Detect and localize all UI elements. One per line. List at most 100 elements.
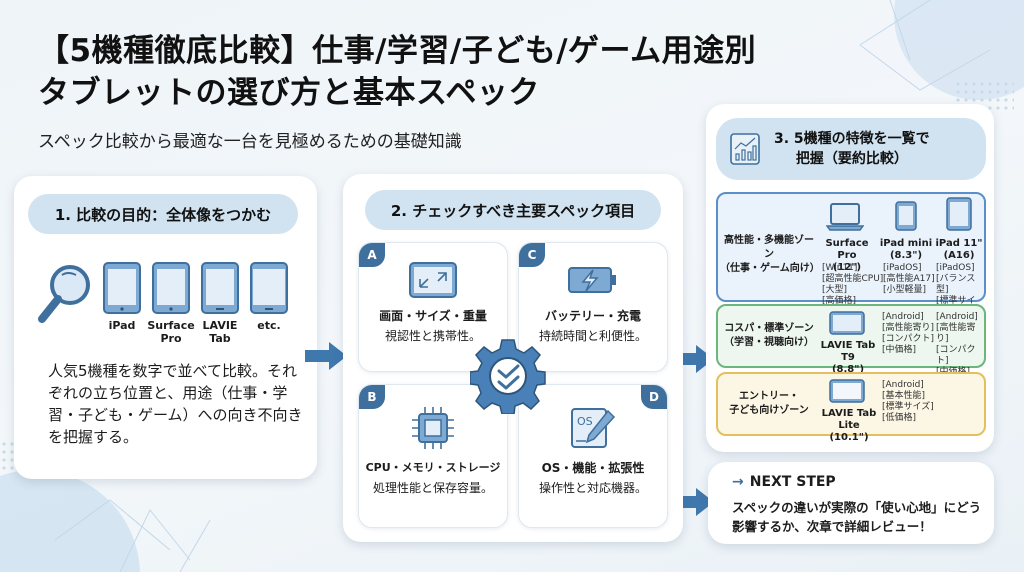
tag: [コンパクト] — [936, 345, 976, 366]
tablet-icon — [201, 262, 239, 314]
section-heading: 2. チェックすべき主要スペック項目 — [365, 190, 661, 230]
zone-name-line: （学習・視聴向け） — [724, 337, 814, 348]
next-step-title: → NEXT STEP — [732, 474, 836, 490]
zone-entry-kids: エントリー・ 子ども向けゾーン LAVIE Tab Lite (10.1") [… — [716, 372, 986, 443]
tag: [高価格] — [822, 296, 857, 306]
model-name: LAVIE Tab T9 (8.8") — [816, 340, 880, 376]
section-heading: 1. 比較の目的：全体像をつかむ — [28, 194, 298, 234]
tag: [コンパクト] — [882, 334, 935, 344]
decor-lines — [859, 0, 991, 91]
spec-title: OS・機能・拡張性 — [541, 461, 645, 475]
model-label: Surface Pro — [825, 238, 869, 261]
section-heading-text: 3. 5機種の特徴を一覧で 把握（要約比較） — [774, 129, 930, 169]
spec-desc: 持続時間と利便性。 — [538, 329, 647, 343]
zone-cost-performance: コスパ・標準ゾーン （学習・視聴向け） LAVIE Tab T9 (8.8") … — [716, 304, 986, 377]
model-label: iPad 11" — [935, 238, 983, 249]
model-label: iPad mini — [879, 238, 933, 249]
arrow-right-icon — [672, 345, 714, 373]
tag: [基本性能] — [882, 391, 926, 401]
spec-badge: C — [519, 243, 545, 267]
page-subtitle: スペック比較から最適な一台を見極めるための基礎知識 — [38, 132, 462, 152]
model-size: (8.3") — [889, 250, 923, 261]
tag: [大型] — [822, 285, 848, 295]
zone-name: エントリー・ 子ども向けゾーン — [720, 390, 818, 418]
zone-name: コスパ・標準ゾーン （学習・視聴向け） — [720, 322, 818, 350]
arrow-right-icon: → — [732, 474, 744, 490]
spec-desc: 操作性と対応機器。 — [538, 481, 647, 495]
model-tags: [Win11] [超高性能CPU] [大型] [高価格] — [822, 263, 883, 307]
zone-name-line: コスパ・標準ゾーン — [724, 323, 814, 334]
tag: [高性能A17] — [883, 274, 935, 284]
arrow-right-icon — [672, 488, 714, 516]
spec-desc: 処理性能と保存容量。 — [372, 481, 493, 495]
tag: [バランス型] — [936, 274, 976, 295]
model-name: Surface Pro (12") — [816, 238, 878, 274]
device-label: etc. — [257, 319, 281, 332]
spec-item-battery: C バッテリー・充電 持続時間と利便性。 — [518, 242, 668, 372]
tag: [中価格] — [882, 345, 917, 355]
zone-high-performance: 高性能・多機能ゾーン （仕事・ゲーム向け） Surface Pro (12") … — [716, 192, 986, 317]
device-icons: iPad Surface Pro LAVIE Tab etc. — [36, 261, 306, 351]
tablet-icon — [895, 201, 917, 231]
tablet-icon — [152, 262, 190, 314]
spec-desc: 視認性と携帯性。 — [384, 329, 481, 343]
model-size: (A16) — [943, 250, 975, 261]
gear-check-icon — [470, 339, 546, 414]
section-purpose: 1. 比較の目的：全体像をつかむ iPad Surface Pro — [14, 176, 317, 479]
next-step-callout: → NEXT STEP スペックの違いが実際の「使い心地」にどう影響するか、次章で… — [708, 462, 994, 544]
model-tags: [Android] [基本性能] [標準サイズ] [低価格] — [882, 380, 934, 424]
tag: [Android] — [936, 312, 978, 322]
spec-title: CPU・メモリ・ストレージ — [365, 461, 501, 474]
tag: [低価格] — [882, 413, 917, 423]
magnifier-icon — [38, 265, 90, 323]
zone-name: 高性能・多機能ゾーン （仕事・ゲーム向け） — [720, 234, 820, 276]
model-tags: [Android] [高性能寄り] [コンパクト] [中価格] — [936, 312, 984, 378]
model-name: LAVIE Tab Lite (10.1") — [814, 408, 884, 444]
svg-text:OS: OS — [577, 415, 593, 428]
model-label: LAVIE Tab Lite — [821, 408, 877, 431]
model-size: (8.8") — [831, 364, 865, 375]
model-name: iPad mini (8.3") — [878, 238, 934, 262]
title-line-2: タブレットの選び方と基本スペック — [38, 75, 540, 111]
battery-charge-icon — [568, 267, 616, 293]
device-label: iPad — [108, 319, 136, 332]
zone-name-line: エントリー・ — [739, 391, 799, 402]
device-label: LAVIE Tab — [202, 319, 238, 345]
section-description: 人気5機種を数字で並べて比較。それぞれの立ち位置と、用途（仕事・学習・子ども・ゲ… — [48, 362, 303, 446]
laptop-icon — [826, 203, 864, 231]
tag: [高性能寄り] — [882, 323, 935, 333]
cpu-chip-icon — [412, 407, 454, 449]
model-size: (10.1") — [829, 432, 869, 443]
tablet-icon — [103, 262, 141, 314]
zone-name-line: 子ども向けゾーン — [729, 405, 809, 416]
decor-lines — [54, 499, 211, 572]
page-title: 【5機種徹底比較】仕事/学習/子ども/ゲーム用途別 タブレットの選び方と基本スペ… — [38, 30, 756, 114]
section-heading: 3. 5機種の特徴を一覧で 把握（要約比較） — [716, 118, 986, 180]
model-size: (12") — [832, 262, 862, 273]
tag: [iPadOS] — [936, 263, 975, 273]
heading-line-2: 把握（要約比較） — [795, 151, 908, 167]
screen-resize-icon — [409, 262, 457, 298]
model-label: LAVIE Tab T9 — [820, 340, 876, 363]
section-summary: 3. 5機種の特徴を一覧で 把握（要約比較） 高性能・多機能ゾーン （仕事・ゲー… — [706, 104, 994, 452]
next-step-text: スペックの違いが実際の「使い心地」にどう影響するか、次章で詳細レビュー！ — [732, 500, 982, 534]
os-pen-icon: OS — [571, 408, 616, 448]
spec-badge: D — [641, 385, 667, 409]
zone-name-line: 高性能・多機能ゾーン — [724, 235, 814, 260]
arrow-right-icon — [305, 342, 347, 370]
tablet-icon — [250, 262, 288, 314]
spec-badge: A — [359, 243, 385, 267]
spec-item-os: D OS OS・機能・拡張性 操作性と対応機器。 — [518, 384, 668, 528]
tag: [標準サイズ] — [882, 402, 934, 412]
model-tags: [Android] [高性能寄り] [コンパクト] [中価格] — [882, 312, 934, 356]
model-name: iPad 11" (A16) — [932, 238, 986, 262]
tag: [Android] — [882, 312, 924, 322]
next-step-label: NEXT STEP — [749, 474, 836, 490]
heading-line-1: 3. 5機種の特徴を一覧で — [774, 131, 930, 147]
tag: [Android] — [882, 380, 924, 390]
zone-name-line: （仕事・ゲーム向け） — [720, 263, 820, 274]
tag: [iPadOS] — [883, 263, 922, 273]
device-label: Surface Pro — [147, 319, 195, 345]
spec-badge: B — [359, 385, 385, 409]
tag: [高性能寄り] — [936, 323, 976, 344]
